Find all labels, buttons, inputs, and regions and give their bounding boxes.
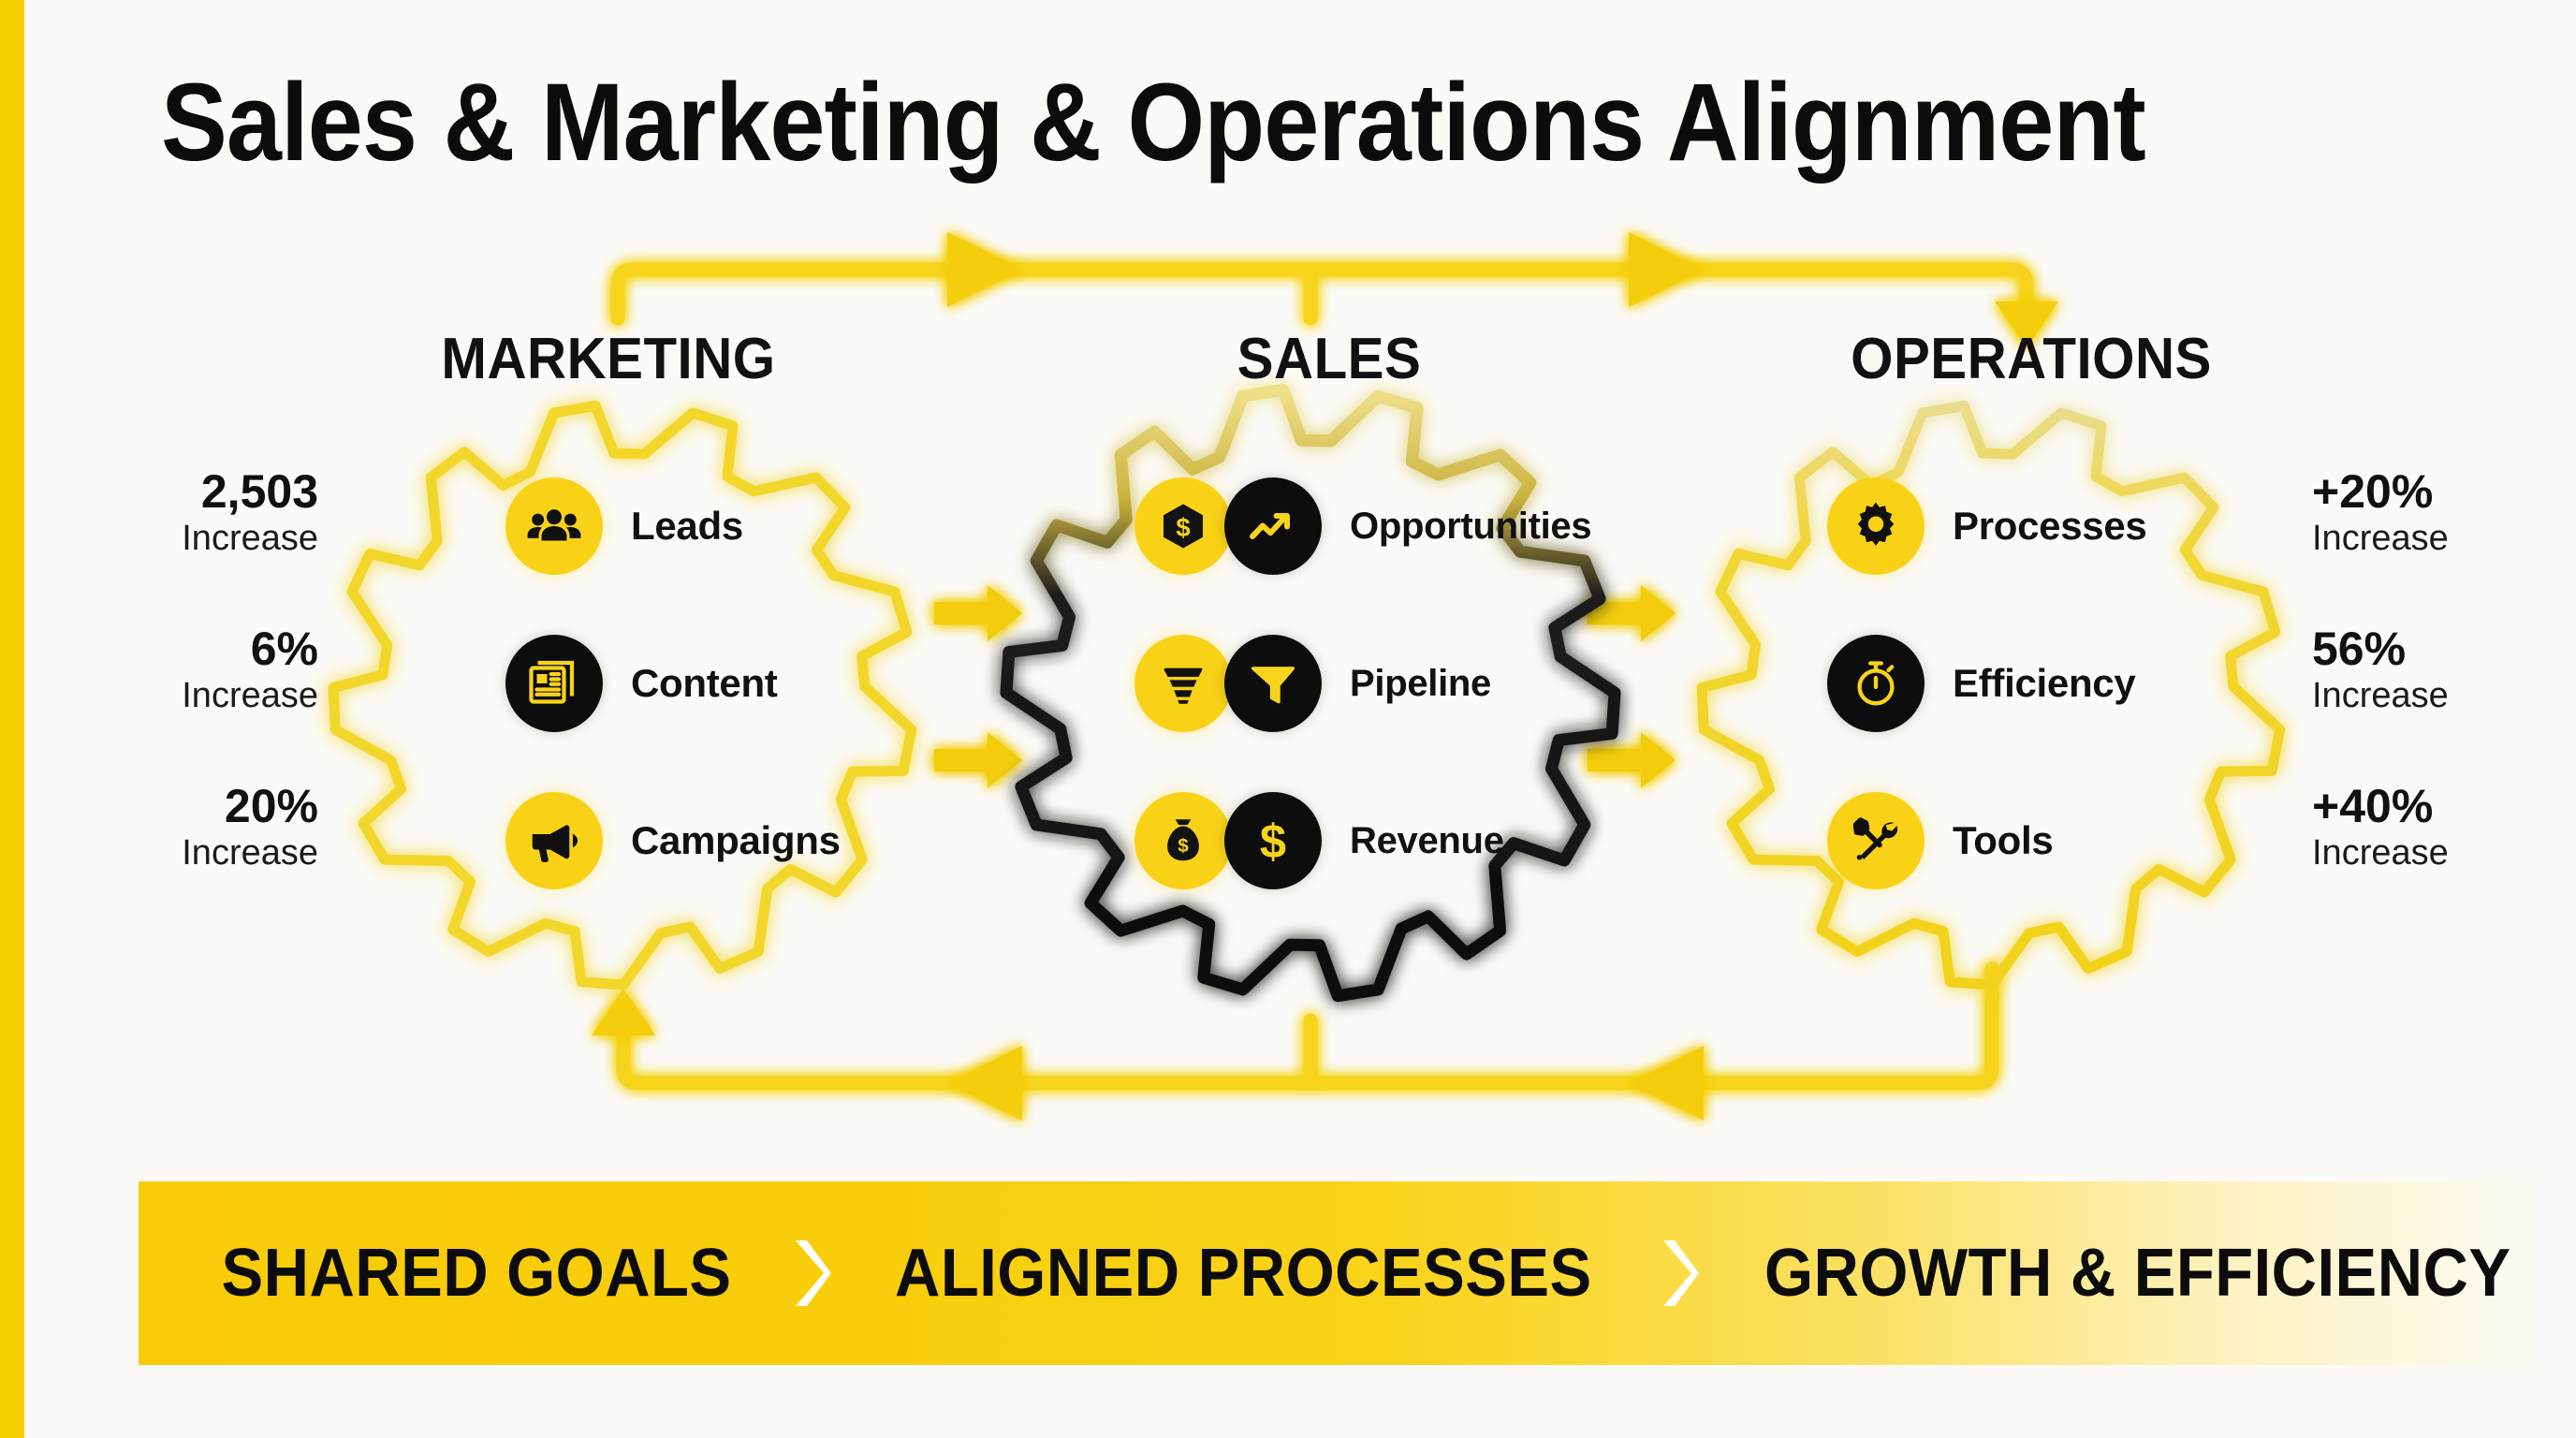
stat-caption: Increase (2312, 519, 2449, 558)
svg-text:$: $ (1260, 814, 1286, 868)
list-item-label: Efficiency (1953, 661, 2136, 705)
banner-step-3: GROWTH & EFFICIENCY (1764, 1236, 2511, 1311)
stat-marketing-content: 6% Increase (103, 625, 318, 717)
top-flow-path (610, 262, 2034, 326)
sales-funnel-icon (1134, 635, 1232, 732)
summary-banner: SHARED GOALS ALIGNED PROCESSES GROWTH & … (139, 1181, 2535, 1365)
arrow-sales-to-operations-bottom (1588, 732, 1676, 788)
stat-marketing-leads: 2,503 Increase (103, 468, 318, 560)
gear-operations (1696, 400, 2286, 990)
list-item-tools[interactable]: Tools (1827, 792, 2054, 889)
list-item-pipeline[interactable]: Pipeline (1134, 635, 1491, 732)
dollar-sign-icon: $ (1224, 792, 1322, 889)
column-header-marketing: MARKETING (441, 327, 776, 391)
stat-caption: Increase (182, 676, 318, 715)
svg-text:$: $ (1176, 513, 1190, 542)
list-item-label: Processes (1953, 504, 2147, 548)
list-item-label: Tools (1953, 818, 2054, 862)
list-item-label: Pipeline (1350, 662, 1491, 704)
list-item-processes[interactable]: Processes (1827, 477, 2147, 575)
gear-sales (1000, 383, 1621, 1003)
gear-icon (1827, 477, 1925, 575)
list-item-campaigns[interactable]: Campaigns (505, 792, 841, 889)
stat-caption: Increase (182, 519, 318, 558)
stopwatch-icon (1827, 635, 1925, 732)
arrow-sales-to-operations-top (1588, 585, 1676, 641)
stat-operations-efficiency: 56% Increase (2312, 625, 2555, 717)
list-item-efficiency[interactable]: Efficiency (1827, 635, 2136, 732)
stat-operations-processes: +20% Increase (2312, 468, 2555, 560)
stat-value: +20% (2312, 465, 2434, 518)
stat-value: +40% (2312, 780, 2434, 832)
megaphone-icon (505, 792, 603, 889)
top-arrowhead-1 (947, 232, 1022, 307)
top-arrowhead-down-operations (1995, 301, 2058, 348)
stat-caption: Increase (2312, 676, 2449, 715)
chevron-right-icon (1662, 1240, 1699, 1306)
top-arrowhead-2 (1629, 232, 1704, 307)
bottom-arrowhead-up-marketing (592, 989, 655, 1035)
stat-value: 20% (224, 780, 318, 832)
dollar-hexagon-icon: $ (1134, 477, 1232, 575)
arrow-marketing-to-sales-top (934, 585, 1022, 641)
money-bag-icon: $ (1134, 792, 1232, 889)
list-item-opportunities[interactable]: $ Opportunities (1134, 477, 1592, 575)
chevron-right-icon (796, 1240, 832, 1306)
list-item-label: Campaigns (631, 818, 841, 862)
banner-step-1: SHARED GOALS (221, 1236, 732, 1311)
people-icon (505, 477, 603, 575)
stat-caption: Increase (2312, 833, 2449, 873)
column-header-sales: SALES (1237, 327, 1422, 391)
list-item-revenue[interactable]: $ $ Revenue (1134, 792, 1504, 889)
page-title: Sales & Marketing & Operations Alignment (161, 61, 2146, 184)
column-header-operations: OPERATIONS (1851, 327, 2212, 391)
list-item-label: Leads (631, 504, 743, 548)
stat-marketing-campaigns: 20% Increase (103, 783, 318, 874)
bottom-arrowhead-1 (947, 1046, 1022, 1121)
bottom-flow-path (616, 961, 1999, 1091)
gear-marketing (328, 400, 917, 990)
trending-up-icon (1224, 477, 1322, 575)
list-item-label: Content (631, 661, 778, 705)
stat-value: 2,503 (200, 465, 318, 518)
funnel-icon (1224, 635, 1322, 732)
list-item-leads[interactable]: Leads (505, 477, 743, 575)
stat-operations-tools: +40% Increase (2312, 783, 2555, 874)
list-item-label: Revenue (1350, 819, 1504, 861)
bottom-arrowhead-2 (1629, 1046, 1704, 1121)
newspaper-icon (505, 635, 603, 732)
tools-icon (1827, 792, 1925, 889)
arrow-marketing-to-sales-bottom (934, 732, 1022, 788)
stat-value: 56% (2312, 623, 2407, 675)
svg-text:$: $ (1178, 835, 1189, 857)
list-item-content[interactable]: Content (505, 635, 778, 732)
stat-value: 6% (250, 623, 318, 675)
banner-step-2: ALIGNED PROCESSES (895, 1236, 1592, 1311)
left-accent-bar (0, 0, 24, 1438)
stat-caption: Increase (182, 833, 318, 873)
list-item-label: Opportunities (1350, 505, 1592, 547)
